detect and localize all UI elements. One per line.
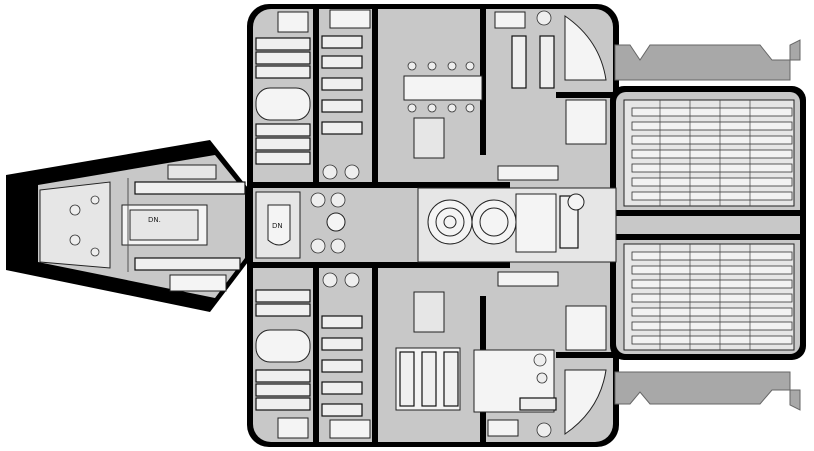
cabins-lower bbox=[255, 272, 371, 439]
stairs-label-center: DN bbox=[272, 222, 283, 230]
stairs-label-front: DN. bbox=[148, 216, 161, 224]
right-cabins bbox=[473, 10, 607, 438]
central-stair: DN bbox=[255, 191, 346, 259]
engine-fins bbox=[614, 39, 801, 411]
bridge: DN. bbox=[39, 164, 246, 292]
reactor-room bbox=[417, 165, 617, 287]
engine-room bbox=[623, 99, 795, 351]
mess bbox=[395, 61, 483, 411]
cabins-upper bbox=[255, 9, 371, 180]
